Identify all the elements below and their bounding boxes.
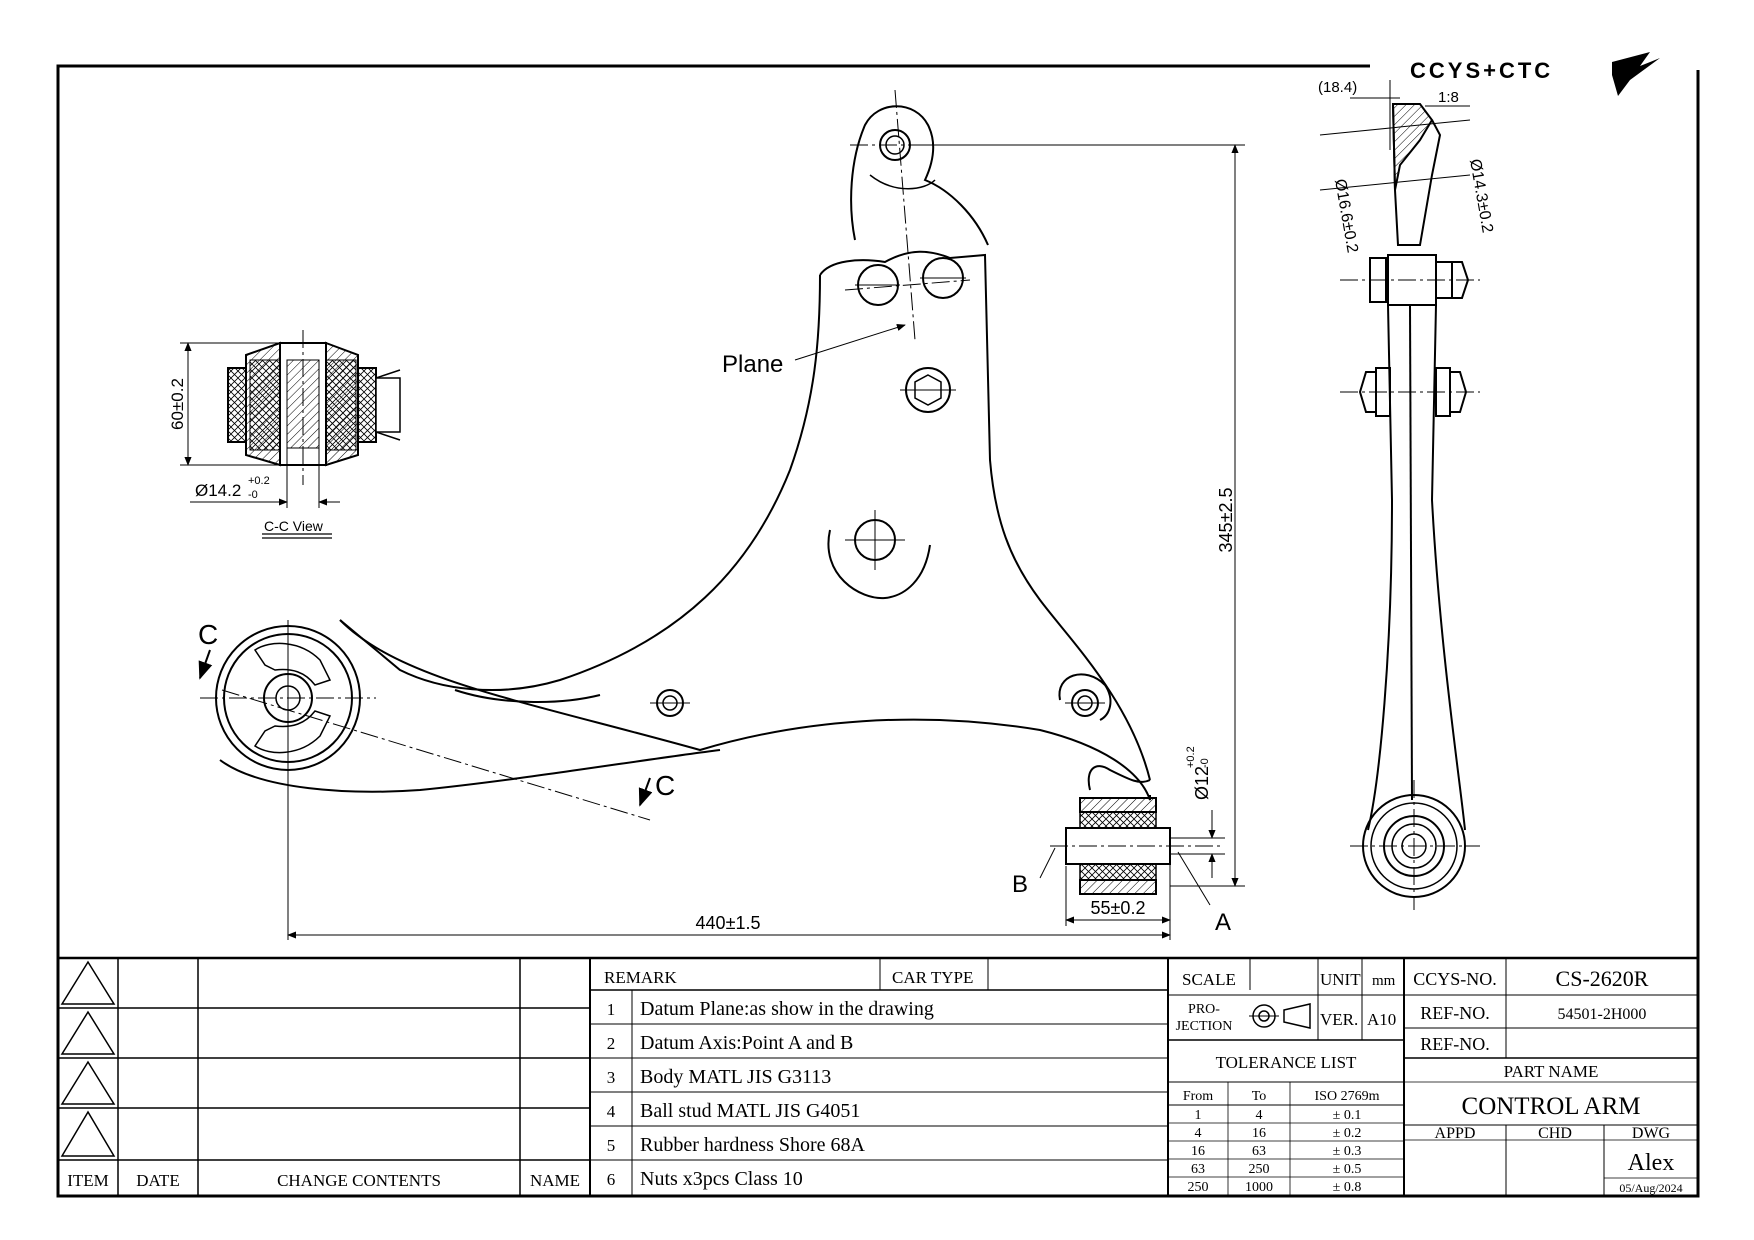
ver-value: A10 [1367, 1010, 1396, 1029]
tolerance-to: 1000 [1245, 1180, 1273, 1195]
tolerance-title: TOLERANCE LIST [1216, 1053, 1357, 1072]
remark-text: Body MATL JIS G3113 [640, 1066, 831, 1088]
point-b-label: B [1012, 871, 1028, 898]
tolerance-from: 1 [1195, 1108, 1202, 1123]
tolerance-value: ± 0.2 [1333, 1126, 1362, 1141]
company-logo: CCYS+CTC [1410, 52, 1660, 96]
tolerance-header-iso: ISO 2769m [1315, 1089, 1380, 1104]
tolerance-from: 63 [1191, 1162, 1205, 1177]
dim-cc-bore: Ø14.2 [195, 481, 241, 500]
side-view: (18.4) 1:8 Ø16.6±0.2 Ø14.3±0.2 [1318, 79, 1496, 910]
remark-text: Ball stud MATL JIS G4051 [640, 1100, 860, 1122]
drawing-date: 05/Aug/2024 [1619, 1181, 1682, 1195]
tolerance-value: ± 0.1 [1333, 1108, 1362, 1123]
tolerance-to: 16 [1252, 1126, 1266, 1141]
plane-label: Plane [722, 351, 783, 378]
drawn-by: Alex [1628, 1150, 1675, 1176]
header-date: DATE [136, 1171, 179, 1190]
remark-no: 4 [607, 1102, 616, 1121]
cc-view-label: C-C View [264, 518, 324, 534]
dim-stud-dia-large: Ø16.6±0.2 [1331, 178, 1361, 255]
projection-label: JECTION [1176, 1019, 1233, 1034]
unit-value: mm [1372, 973, 1396, 989]
point-a-label: A [1215, 909, 1231, 936]
header-item: ITEM [67, 1171, 109, 1190]
remark-no: 5 [607, 1136, 616, 1155]
dim-bore-small-tol-upper: +0.2 [1185, 746, 1197, 768]
header-change-contents: CHANGE CONTENTS [277, 1171, 441, 1190]
tolerance-to: 63 [1252, 1144, 1266, 1159]
tolerance-header-to: To [1252, 1089, 1267, 1104]
title-block-text: ITEM DATE CHANGE CONTENTS NAME REMARK CA… [67, 966, 1682, 1195]
ccys-no-label: CCYS-NO. [1413, 969, 1497, 989]
header-name: NAME [530, 1171, 580, 1190]
scale-label: SCALE [1182, 970, 1236, 989]
ver-label: VER. [1320, 1010, 1358, 1029]
dim-length: 440±1.5 [696, 913, 761, 933]
title-block [58, 956, 1698, 1196]
ref-no-label: REF-NO. [1420, 1003, 1490, 1023]
dim-bushing-width: 55±0.2 [1091, 898, 1146, 918]
appd-label: APPD [1435, 1125, 1476, 1142]
dim-taper: 1:8 [1438, 89, 1459, 106]
tolerance-from: 4 [1195, 1126, 1202, 1141]
dim-stud-ref: (18.4) [1318, 79, 1357, 96]
logo-text: CCYS+CTC [1410, 58, 1553, 83]
projection-label: PRO- [1188, 1002, 1220, 1017]
cc-section-view: 60±0.2 Ø14.2 +0.2 -0 C-C View [168, 330, 401, 539]
tolerance-to: 250 [1249, 1162, 1270, 1177]
dim-cc-bore-tol-upper: +0.2 [248, 475, 270, 487]
tolerance-value: ± 0.8 [1333, 1180, 1362, 1195]
logo-bird-icon [1612, 52, 1660, 96]
remark-no: 1 [607, 1000, 616, 1019]
car-type-label: CAR TYPE [892, 968, 973, 987]
tolerance-header-from: From [1183, 1089, 1213, 1104]
ref-no-label-2: REF-NO. [1420, 1034, 1490, 1054]
remark-no: 2 [607, 1034, 616, 1053]
remark-text: Datum Axis:Point A and B [640, 1032, 853, 1054]
dim-stud-dia-small: Ø14.3±0.2 [1466, 158, 1496, 235]
tolerance-value: ± 0.3 [1333, 1144, 1362, 1159]
tolerance-from: 16 [1191, 1144, 1205, 1159]
remark-text: Rubber hardness Shore 68A [640, 1134, 866, 1156]
part-name-label: PART NAME [1504, 1062, 1599, 1081]
remark-no: 3 [607, 1068, 616, 1087]
unit-label: UNIT [1320, 970, 1361, 989]
remark-text: Nuts x3pcs Class 10 [640, 1168, 803, 1190]
tolerance-from: 250 [1188, 1180, 1209, 1195]
remark-text: Datum Plane:as show in the drawing [640, 998, 934, 1020]
tolerance-to: 4 [1256, 1108, 1263, 1123]
dim-height: 345±2.5 [1216, 488, 1236, 553]
chd-label: CHD [1538, 1125, 1572, 1142]
section-c-label-top: C [198, 619, 218, 650]
control-arm-main-view: C C 345±2.5 440±1.5 55±0.2 Ø12 [198, 89, 1245, 940]
ccys-no-value: CS-2620R [1556, 966, 1649, 991]
dim-cc-bore-tol-lower: -0 [248, 489, 258, 501]
tolerance-value: ± 0.5 [1333, 1162, 1362, 1177]
dwg-label: DWG [1632, 1125, 1671, 1142]
remark-header: REMARK [604, 968, 677, 987]
dim-bore-small: Ø12 [1192, 766, 1212, 800]
part-name-value: CONTROL ARM [1462, 1093, 1641, 1120]
dim-cc-height: 60±0.2 [168, 378, 187, 430]
section-c-label-bottom: C [655, 770, 675, 801]
remark-no: 6 [607, 1170, 616, 1189]
ref-no-value: 54501-2H000 [1558, 1006, 1647, 1023]
rear-bushing-section [1050, 797, 1220, 895]
dim-bore-small-tol-lower: -0 [1199, 758, 1211, 768]
drawing-border [56, 64, 1700, 1198]
